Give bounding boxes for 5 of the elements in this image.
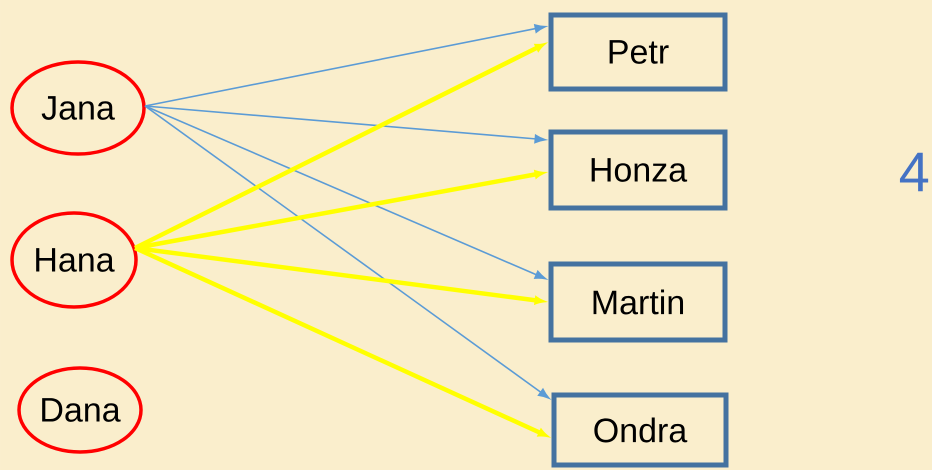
name-box: Ondra: [552, 392, 728, 468]
name-box: Petr: [548, 12, 728, 92]
name-box: Martin: [548, 262, 728, 342]
name-box: Honza: [548, 130, 728, 210]
number-label: 4: [900, 152, 928, 192]
